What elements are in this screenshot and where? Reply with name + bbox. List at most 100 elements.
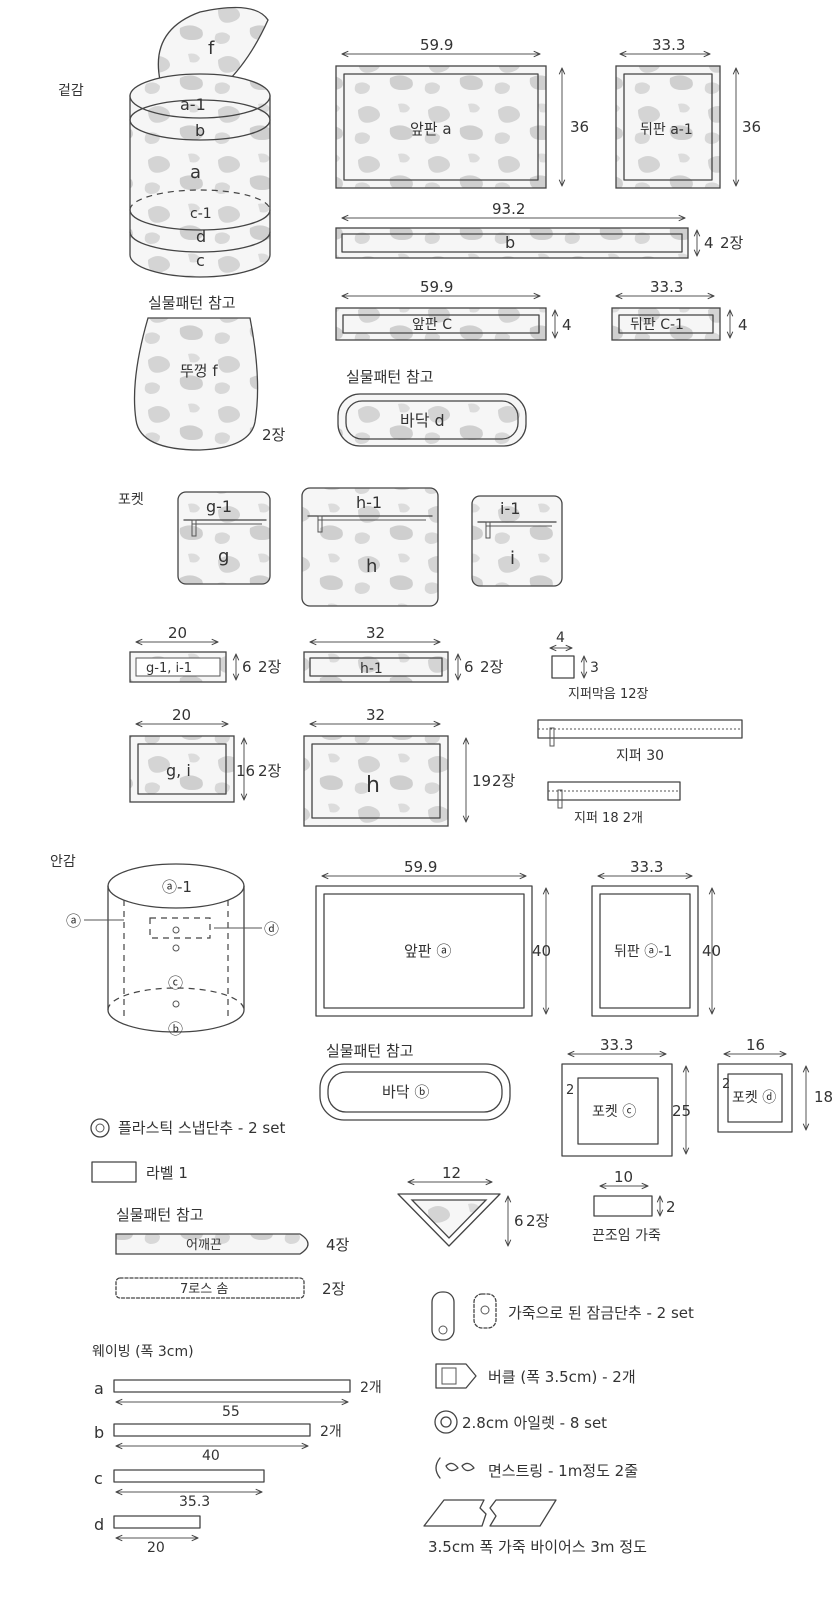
lining-back-width: 33.3 [630,858,663,876]
webbing-strip [113,1469,265,1483]
pocket-panel-gi: 20 g, i 16 2장 [129,706,282,803]
outer-bag-illustration: f a-1 b a c-1 d c [129,6,271,278]
lining-bag-label-d: ⓓ [264,920,279,938]
pocket-section-title: 포켓 [118,492,144,508]
webbing-length: 20 [147,1540,165,1556]
cord: 면스트링 - 1m정도 2줄 [435,1457,638,1480]
outer-strip-b: 93.2 4 2장 b [335,200,744,259]
pocket-strip-h1-label: h-1 [360,661,383,677]
outer-bag-label-c1: c-1 [190,206,212,222]
lining-pocket-c-margin: 2 [566,1083,574,1098]
outer-front-c-height: 4 [562,316,572,334]
cord-label: 면스트링 - 1m정도 2줄 [488,1462,638,1480]
lining-tag: 라벨 1 [91,1161,188,1183]
lining-bag-illustration: ⓐ ⓐ-1 ⓓ ⓒ ⓑ [66,863,279,1038]
pocket-strip-h1-count: 2장 [480,658,504,676]
lining-bottom: 실물패턴 참고 바닥 ⓑ [319,1042,511,1121]
outer-back-a1-height: 36 [742,118,761,136]
outer-lid-ref: 실물패턴 참고 [148,294,236,312]
lining-bag-label-c: ⓒ [168,974,183,992]
pocket-g-illustration: g-1 g [177,491,271,585]
pocket-zip-tab-label: 지퍼막음 12장 [568,687,649,702]
pocket-g-top: g-1 [206,497,232,516]
pocket-strip-g1-label: g-1, i-1 [146,661,192,676]
eyelet: 2.8cm 아일렛 - 8 set [434,1410,607,1434]
lining-section-title: 안감 [50,854,76,870]
webbing-title: 웨이빙 (폭 3cm) [92,1344,194,1360]
cord-icon [435,1457,475,1479]
pocket-strip-g1-height: 6 [242,658,252,676]
outer-strip-b-width: 93.2 [492,200,525,218]
lace-count: 2장 [322,1280,346,1298]
webbing-row: c35.3 [94,1469,265,1510]
pocket-zip-tab: 4 3 지퍼막음 12장 [550,630,649,702]
triangle-width: 12 [442,1164,461,1182]
pocket-zip-tab-width: 4 [556,630,565,646]
pocket-strip-g1: 20 g-1, i-1 6 2장 [129,624,282,683]
pocket-panel-gi-width: 20 [172,706,191,724]
webbing-length: 55 [222,1404,240,1420]
lining-bag-label-b: ⓑ [168,1020,183,1038]
lining-tag-label: 라벨 1 [146,1164,188,1182]
outer-bottom-ref: 실물패턴 참고 [346,368,434,386]
webbing-letter: a [94,1379,104,1398]
outer-bag-label-d: d [196,227,206,246]
webbing-strip [113,1379,351,1393]
outer-section-title: 겉감 [58,83,84,99]
eyelet-icon [434,1410,458,1434]
lining-pocket-c: 33.3 2 25 포켓 ⓒ [561,1036,691,1157]
pocket-panel-gi-count: 2장 [258,762,282,780]
eyelet-label: 2.8cm 아일렛 - 8 set [462,1414,607,1432]
lining-front-panel: 59.9 40 앞판 ⓐ [315,858,551,1017]
outer-front-c-width: 59.9 [420,278,453,296]
lining-front-label: 앞판 ⓐ [404,942,451,960]
pocket-h-body: h [366,556,377,577]
pocket-panel-h-height: 19 [472,772,491,790]
outer-front-c-label: 앞판 C [412,317,452,333]
outer-strip-b-label: b [505,233,515,252]
outer-bag-label-b: b [195,121,205,140]
pocket-zip-tab-height: 3 [590,660,599,676]
zipper-30-label: 지퍼 30 [616,748,664,764]
webbing-letter: b [94,1423,104,1442]
leather-snap-icon [431,1291,455,1341]
pocket-panel-h-count: 2장 [492,772,516,790]
tie-height: 2 [666,1198,676,1216]
outer-back-a1-width: 33.3 [652,36,685,54]
lining-back-height: 40 [702,942,721,960]
outer-back-a1-label: 뒤판 a-1 [640,122,693,138]
strap-piece: 실물패턴 참고 어깨끈 4장 [115,1206,350,1255]
lining-pocket-d-height: 18 [814,1088,833,1106]
lining-back-panel: 33.3 40 뒤판 ⓐ-1 [591,858,721,1017]
buckle-label: 버클 (폭 3.5cm) - 2개 [488,1368,636,1386]
snap-icon [90,1118,110,1138]
lining-pocket-c-label: 포켓 ⓒ [592,1104,636,1120]
pocket-panel-h: 32 h 19 2장 [303,706,516,827]
tie-leather: 10 2 끈조임 가죽 [592,1168,676,1244]
lining-pocket-d-label: 포켓 ⓓ [732,1090,776,1106]
webbing-count: 2개 [320,1424,342,1440]
tie-label: 끈조임 가죽 [592,1228,661,1244]
pocket-i-illustration: i-1 i [471,495,563,587]
pocket-panel-h-label: h [366,773,380,798]
lining-snap: 플라스틱 스냅단추 - 2 set [90,1118,285,1138]
webbing-count: 2개 [360,1380,382,1396]
webbing-letter: d [94,1515,104,1534]
pocket-i-top: i-1 [500,499,520,518]
tie-width: 10 [614,1168,633,1186]
zipper-30: 지퍼 30 [537,719,743,764]
outer-bag-label-f: f [208,38,215,59]
zipper-18: 지퍼 18 2개 [547,781,681,826]
lace-label: 7로스 솜 [180,1282,228,1297]
outer-front-a-height: 36 [570,118,589,136]
webbing-row: a 55 2개 [94,1379,382,1420]
outer-front-panel-a: 59.9 36 앞판 a [335,36,589,189]
outer-front-a-width: 59.9 [420,36,453,54]
pocket-h-illustration: h-1 h [301,487,439,607]
buckle-icon [435,1363,477,1389]
outer-back-panel-a1: 33.3 36 뒤판 a-1 [615,36,761,189]
pocket-strip-h1: 32 h-1 6 2장 [303,624,504,683]
lining-front-height: 40 [532,942,551,960]
